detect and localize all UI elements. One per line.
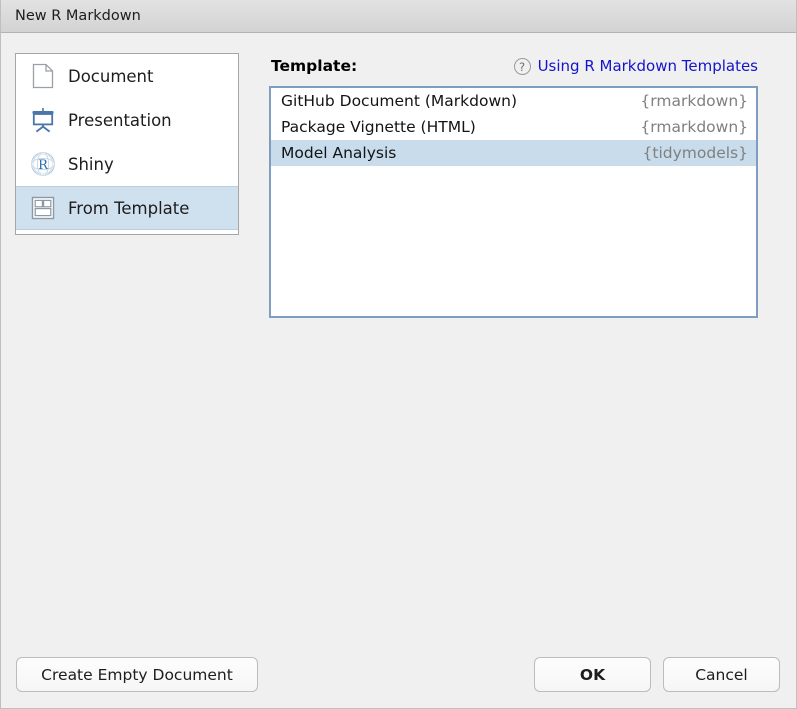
sidebar-item-label: Presentation	[68, 110, 172, 130]
template-name: GitHub Document (Markdown)	[281, 92, 518, 110]
template-row[interactable]: Model Analysis {tidymodels}	[271, 140, 756, 166]
sidebar-item-label: Shiny	[68, 154, 114, 174]
dialog-title: New R Markdown	[15, 8, 141, 24]
sidebar-item-label: Document	[68, 66, 154, 86]
template-row[interactable]: GitHub Document (Markdown) {rmarkdown}	[271, 88, 756, 114]
template-name: Model Analysis	[281, 144, 397, 162]
document-icon	[30, 63, 56, 89]
template-package: {rmarkdown}	[640, 92, 748, 110]
create-empty-document-button[interactable]: Create Empty Document	[16, 657, 258, 692]
question-mark-icon[interactable]: ?	[513, 57, 531, 75]
dialog-titlebar: New R Markdown	[1, 0, 796, 33]
using-r-markdown-templates-link[interactable]: Using R Markdown Templates	[537, 57, 758, 75]
sidebar-item-label: From Template	[68, 198, 190, 218]
template-label: Template:	[271, 57, 358, 75]
template-package: {tidymodels}	[642, 144, 748, 162]
r-logo-icon: R	[30, 151, 56, 177]
ok-button[interactable]: OK	[534, 657, 651, 692]
sidebar-item-shiny[interactable]: R Shiny	[16, 142, 238, 186]
template-package: {rmarkdown}	[640, 118, 748, 136]
help-link-group[interactable]: ? Using R Markdown Templates	[513, 57, 758, 75]
presentation-icon	[30, 107, 56, 133]
template-header: Template: ? Using R Markdown Templates	[271, 57, 758, 79]
document-type-list[interactable]: Document Presentation	[15, 53, 239, 235]
cancel-button[interactable]: Cancel	[663, 657, 780, 692]
template-name: Package Vignette (HTML)	[281, 118, 476, 136]
sidebar-item-from-template[interactable]: From Template	[16, 186, 238, 230]
svg-text:R: R	[38, 158, 49, 173]
template-layout-icon	[30, 195, 56, 221]
template-listbox[interactable]: GitHub Document (Markdown) {rmarkdown} P…	[269, 86, 758, 318]
template-row[interactable]: Package Vignette (HTML) {rmarkdown}	[271, 114, 756, 140]
sidebar-item-presentation[interactable]: Presentation	[16, 98, 238, 142]
sidebar-item-document[interactable]: Document	[16, 54, 238, 98]
